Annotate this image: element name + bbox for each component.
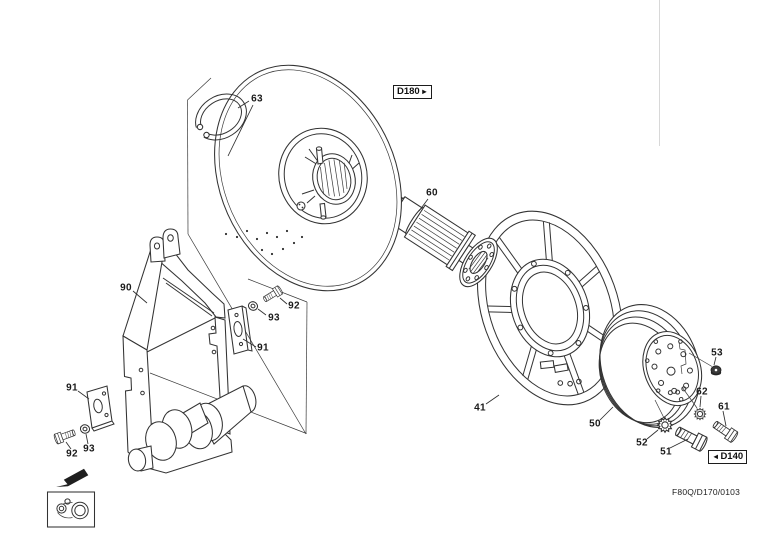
- disc-rivet-dots: [224, 229, 304, 256]
- bolt-92-bottom: [52, 427, 77, 445]
- lock-washer-52: [657, 417, 673, 433]
- belt-pulley-50: [598, 304, 703, 428]
- spoked-wheel-41: [476, 210, 624, 406]
- plate-91-right: [227, 305, 253, 355]
- nut-53: [710, 365, 722, 376]
- belt-drive-thumbnail: [46, 491, 96, 528]
- washer-93-top: [246, 299, 260, 313]
- washer-93-bottom: [79, 423, 91, 435]
- assembly-axis-lines: [654, 352, 713, 419]
- direction-arrow-icon: [56, 468, 89, 487]
- leader-lines: [65, 100, 727, 450]
- lock-washer-62: [693, 407, 707, 421]
- bracket-pivot-cylinders: [127, 385, 257, 472]
- bolt-92-top: [261, 284, 284, 305]
- disc-hub: [278, 127, 368, 225]
- backing-plate-disc: [214, 64, 402, 292]
- bolt-51: [672, 423, 710, 453]
- snap-ring-63: [195, 93, 247, 141]
- plate-91-left: [86, 385, 115, 432]
- pulley-section-mark: [678, 341, 687, 375]
